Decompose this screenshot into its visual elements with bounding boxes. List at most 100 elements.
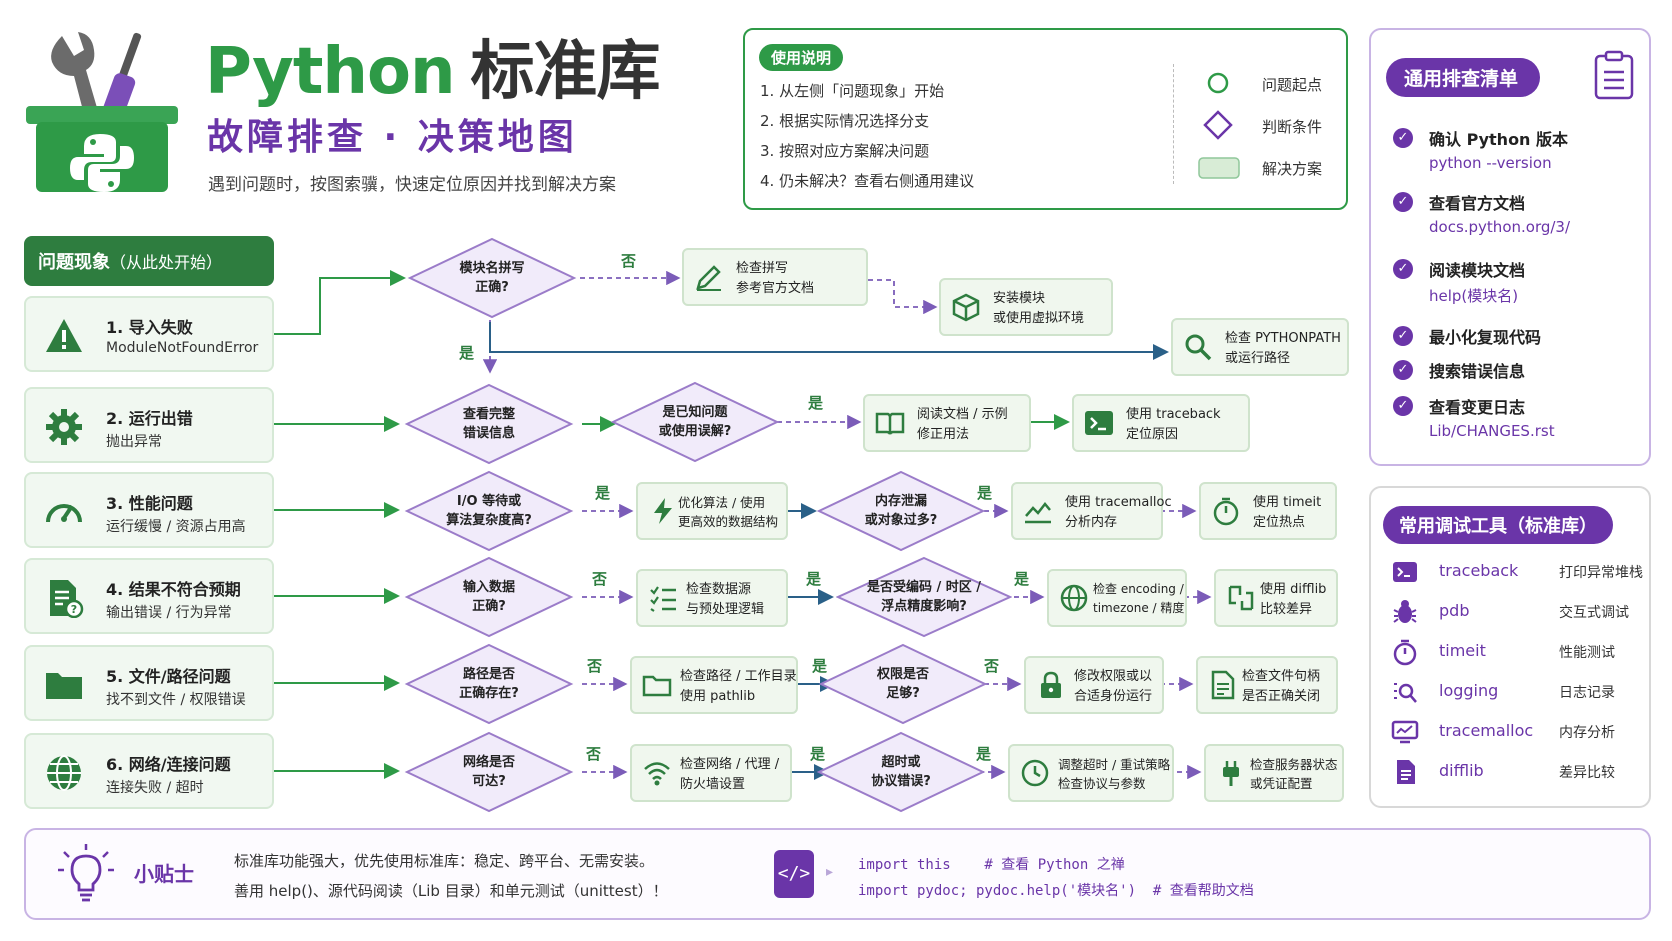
solution-line: 分析内存: [1065, 515, 1118, 531]
monitor-icon: [1391, 720, 1419, 744]
edge-label-yes: 是: [977, 484, 993, 502]
decision-io-complexity[interactable]: I/O 等待或算法复杂度高?: [404, 469, 574, 553]
decision-spelling[interactable]: 模块名拼写正确?: [407, 236, 577, 320]
solution-line: 检查数据源: [686, 582, 752, 597]
check-icon: ✓: [1393, 360, 1413, 380]
tool-desc: 性能测试: [1559, 645, 1615, 661]
pencil-icon: [696, 265, 721, 291]
tools-panel: 常用调试工具（标准库） traceback 打印异常堆栈 pdb 交互式调试 t…: [1369, 486, 1651, 808]
check-icon: ✓: [1393, 326, 1413, 346]
problem-card-import[interactable]: 1. 导入失败 ModuleNotFoundError: [24, 296, 274, 372]
problem-card-network[interactable]: 6. 网络/连接问题 连接失败 / 超时: [24, 733, 274, 809]
solution-file-handle[interactable]: 检查文件句柄是否正确关闭: [1196, 656, 1338, 714]
tip-bar: 小贴士 标准库功能强大，优先使用标准库：稳定、跨平台、无需安装。 善用 help…: [24, 828, 1651, 920]
problems-header: 问题现象（从此处开始）: [24, 236, 274, 286]
title-cn: 标准库: [470, 35, 661, 109]
decision-line: 错误信息: [462, 426, 515, 441]
solution-read-docs[interactable]: 阅读文档 / 示例修正用法: [863, 394, 1031, 452]
tools-title: 常用调试工具（标准库）: [1383, 506, 1613, 544]
log-icon: [1394, 683, 1417, 703]
decision-line: 正确?: [475, 280, 509, 295]
solution-install-module[interactable]: 安装模块或使用虚拟环境: [939, 278, 1113, 336]
decision-input-data[interactable]: 输入数据正确?: [404, 555, 574, 639]
toolbox-python-icon: [26, 32, 178, 192]
tool-desc: 差异比较: [1559, 765, 1615, 781]
solution-line: 检查服务器状态: [1250, 757, 1338, 772]
diamond-shape: [404, 556, 574, 638]
legend-label: 判断条件: [1262, 118, 1323, 136]
speedometer-icon: [46, 504, 82, 523]
page-description: 遇到问题时，按图索骥，快速定位原因并找到解决方案: [208, 175, 616, 195]
decision-path-exists[interactable]: 路径是否正确存在?: [404, 642, 574, 726]
edge-r1-s1s2: [868, 279, 938, 315]
solution-adjust-timeout[interactable]: 调整超时 / 重试策略检查协议与参数: [1008, 744, 1174, 802]
bug-icon: [1393, 600, 1417, 623]
problem-card-unexpected[interactable]: ? 4. 结果不符合预期 输出错误 / 行为异常: [24, 558, 274, 634]
solution-check-datasource[interactable]: 检查数据源与预处理逻辑: [636, 569, 788, 627]
decision-network-reachable[interactable]: 网络是否可达?: [404, 730, 574, 814]
decision-memory[interactable]: 内存泄漏或对象过多?: [816, 469, 986, 553]
lightbulb-icon: [58, 844, 114, 902]
edge-label-no: 否: [587, 657, 603, 675]
decision-line: 协议错误?: [871, 774, 931, 789]
decision-full-error[interactable]: 查看完整错误信息: [404, 382, 574, 466]
decision-line: 算法复杂度高?: [446, 513, 532, 528]
problem-card-performance[interactable]: 3. 性能问题 运行缓慢 / 资源占用高: [24, 472, 274, 548]
solution-line: 调整超时 / 重试策略: [1058, 757, 1171, 772]
globe-icon: [1060, 584, 1088, 612]
code-snippet: import pydoc; pydoc.help('模块名') # 查看帮助文档: [858, 883, 1254, 899]
search-icon: [1185, 334, 1212, 361]
solution-line: 检查 PYTHONPATH: [1225, 331, 1341, 346]
tool-name: pdb: [1439, 601, 1470, 620]
decision-line: 输入数据: [462, 579, 515, 595]
decision-line: 正确存在?: [459, 686, 519, 701]
edge-label-yes: 是: [595, 484, 611, 502]
problem-sub: 抛出异常: [106, 434, 162, 450]
diamond-shape: [404, 643, 574, 725]
compare-icon: [1228, 585, 1254, 611]
solution-optimize[interactable]: 优化算法 / 使用更高效的数据结构: [636, 482, 788, 540]
decision-permission[interactable]: 权限是否足够?: [818, 642, 988, 726]
tool-name: logging: [1439, 681, 1499, 700]
document-icon: [1211, 670, 1235, 700]
edge-r1-yes: [489, 322, 1169, 360]
solution-check-path[interactable]: 检查路径 / 工作目录使用 pathlib: [630, 656, 798, 714]
solution-check-network[interactable]: 检查网络 / 代理 /防火墙设置: [630, 744, 792, 802]
solution-permission[interactable]: 修改权限或以合适身份运行: [1024, 656, 1164, 714]
tool-name: difflib: [1439, 761, 1484, 780]
decision-timeout[interactable]: 超时或协议错误?: [816, 730, 986, 814]
problem-sub: 连接失败 / 超时: [106, 780, 204, 796]
edge-label-no: 否: [621, 252, 637, 270]
problem-title: 3. 性能问题: [106, 494, 193, 513]
decision-line: 网络是否: [462, 754, 515, 770]
diamond-shape: [816, 470, 986, 552]
code-snippet: import this # 查看 Python 之禅: [858, 857, 1125, 873]
problem-title: 2. 运行出错: [106, 409, 193, 428]
clipboard-icon: [1594, 50, 1634, 100]
solution-line: 检查网络 / 代理 /: [680, 757, 780, 772]
title-en: Python: [205, 35, 455, 109]
stopwatch-icon: [1393, 639, 1417, 666]
problem-card-file[interactable]: 5. 文件/路径问题 找不到文件 / 权限错误: [24, 645, 274, 721]
tip-label: 小贴士: [134, 862, 194, 886]
checklist-panel: 通用排查清单 ✓ 确认 Python 版本 python --version ✓…: [1369, 28, 1651, 466]
solution-line: timezone / 精度: [1093, 600, 1185, 615]
decision-encoding[interactable]: 是否受编码 / 时区 /浮点精度影响?: [836, 555, 1012, 639]
plug-icon: [1223, 761, 1239, 786]
solution-server-status[interactable]: 检查服务器状态或凭证配置: [1204, 744, 1344, 802]
solution-check-encoding[interactable]: 检查 encoding /timezone / 精度: [1047, 569, 1187, 627]
diamond-shape: [818, 643, 988, 725]
problem-title: 6. 网络/连接问题: [106, 755, 231, 774]
problem-title: 5. 文件/路径问题: [106, 667, 231, 686]
solution-check-spelling[interactable]: 检查拼写参考官方文档: [682, 248, 868, 306]
gear-icon: [46, 409, 82, 445]
decision-known-issue[interactable]: 是已知问题或使用误解?: [610, 380, 780, 464]
problem-card-runtime[interactable]: 2. 运行出错 抛出异常: [24, 387, 274, 463]
edge-label-yes: 是: [812, 657, 828, 675]
edge-label-no: 否: [984, 657, 1000, 675]
